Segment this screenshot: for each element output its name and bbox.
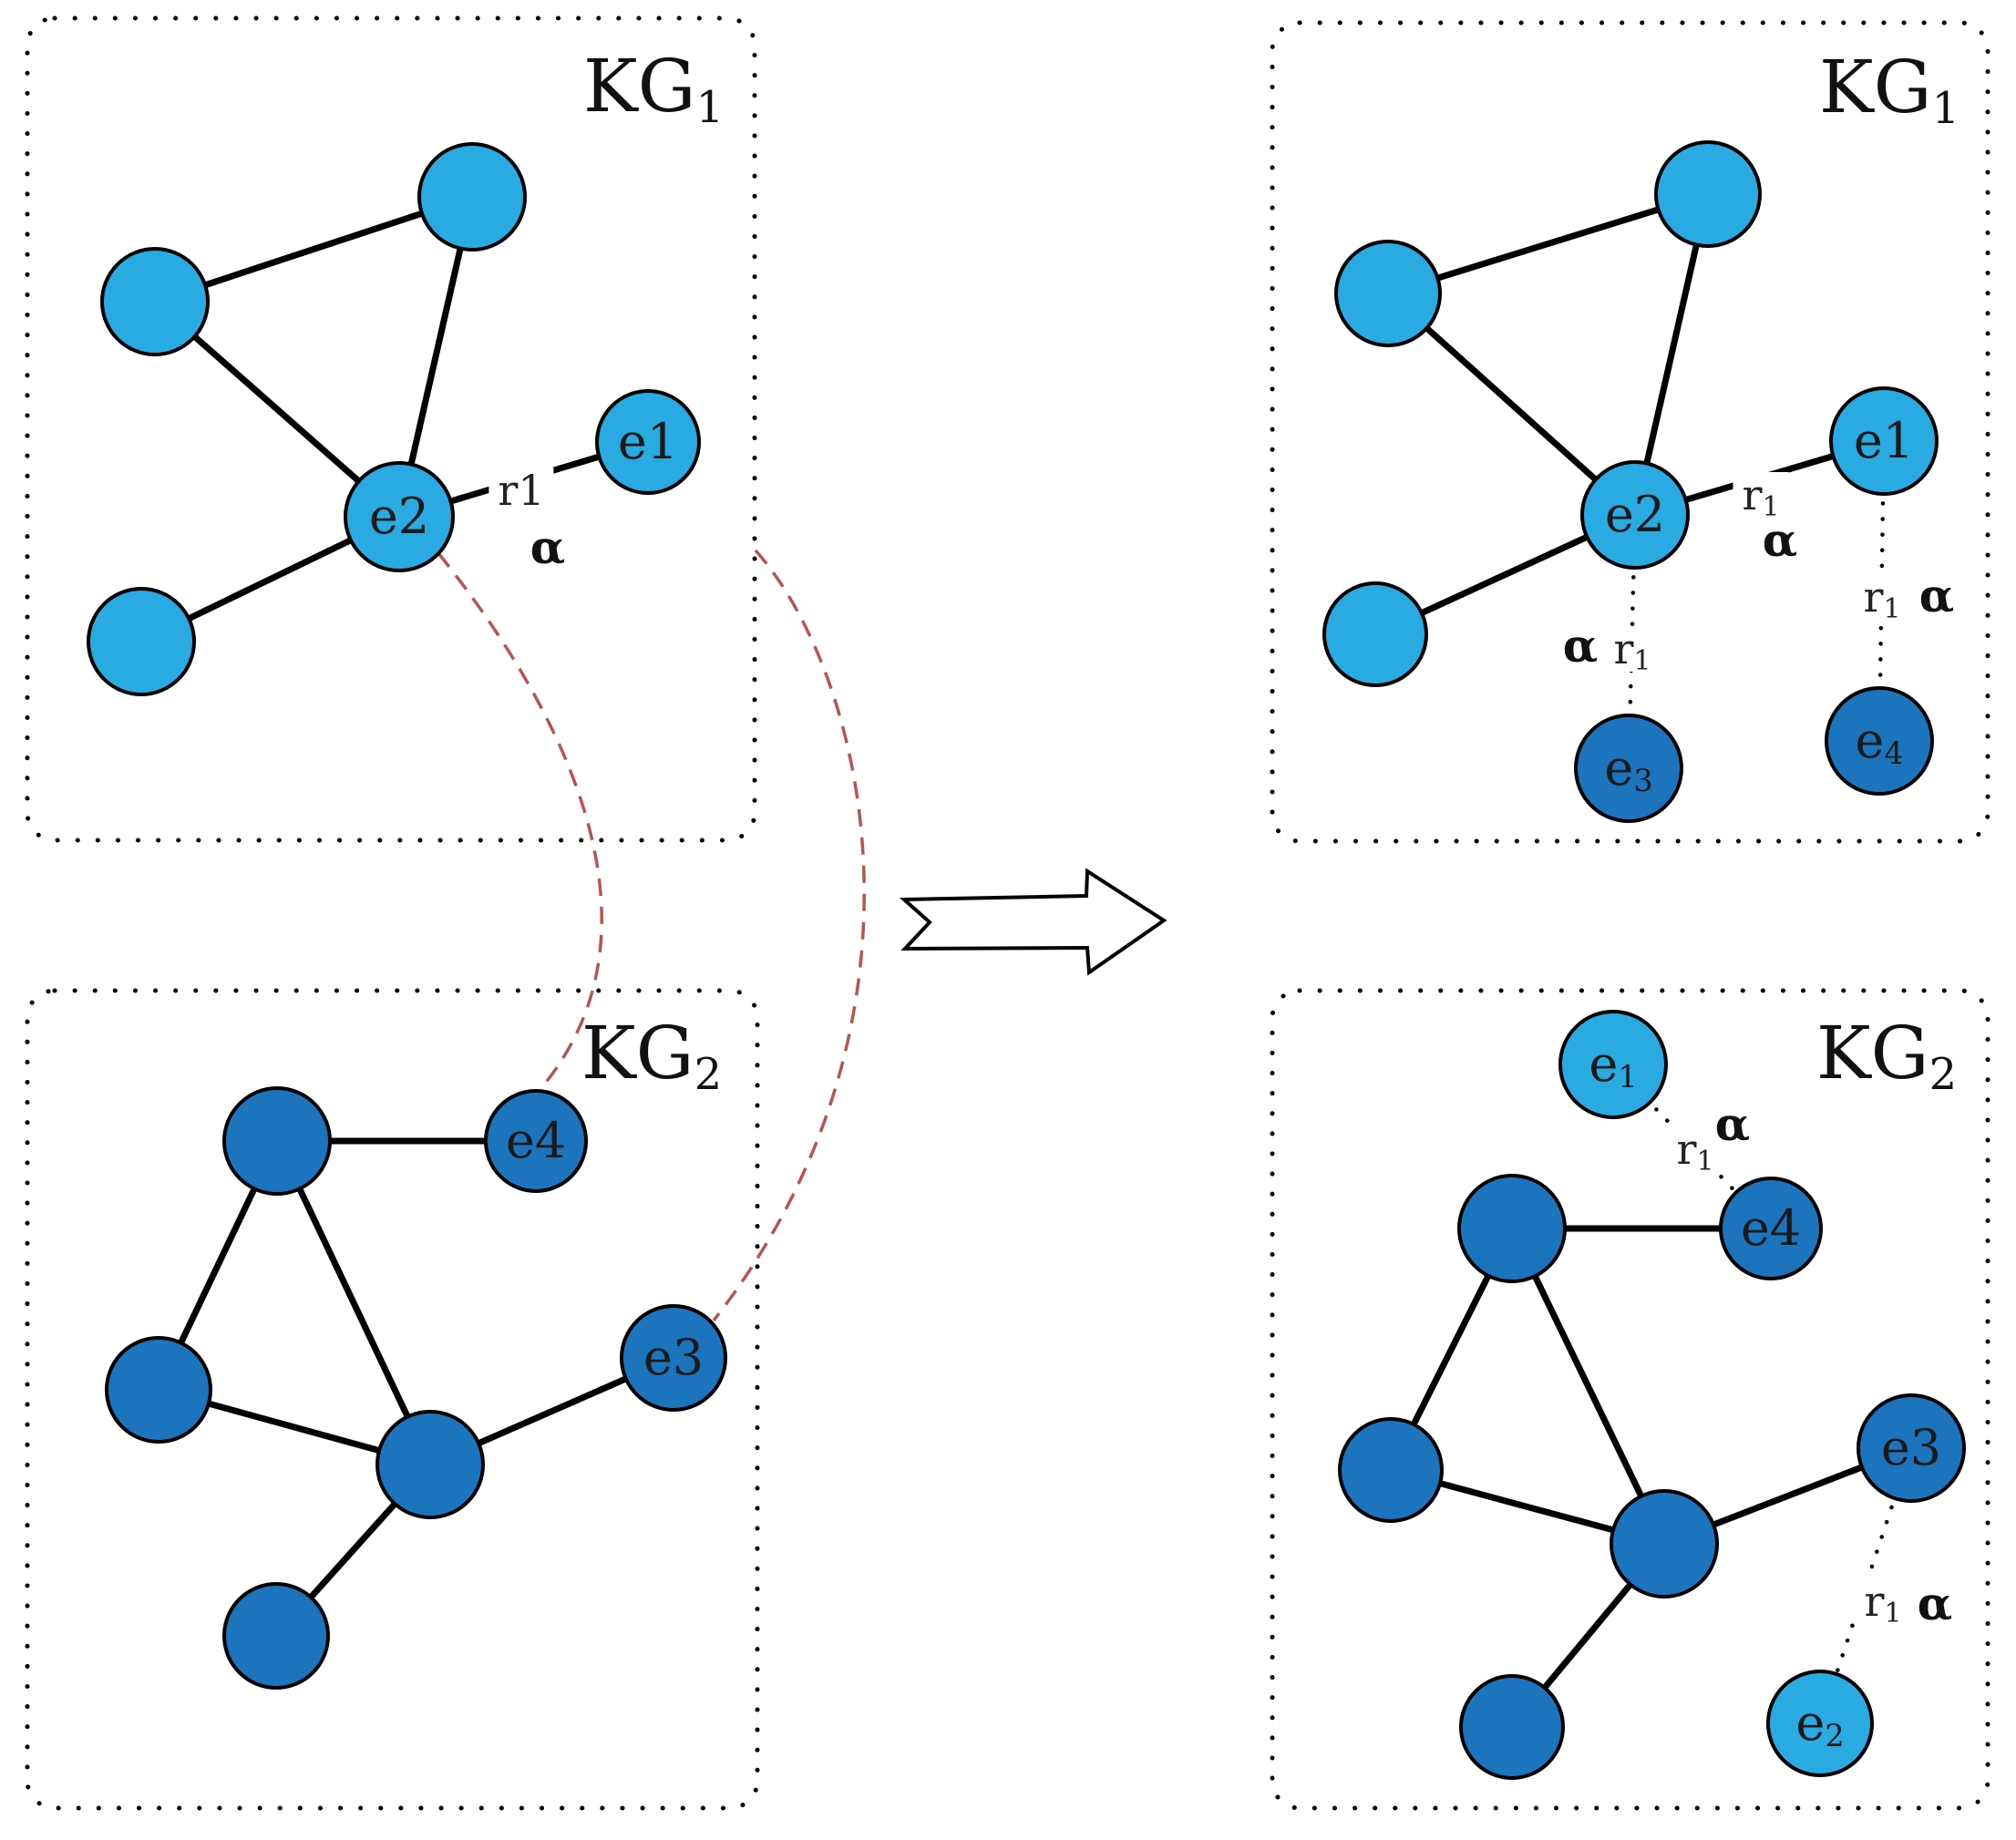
- node-kg1a-unlabeled-top: [1654, 140, 1762, 248]
- node-label-e1: e1: [1589, 1035, 1638, 1095]
- node-label-e1: e1: [617, 413, 679, 470]
- node-kg2b-unlabeled-bottom: [222, 1582, 330, 1690]
- node-label-e2: e2: [368, 488, 430, 545]
- edge-kg2b-b: [273, 1139, 434, 1466]
- panel-title-kg1-after: KG1: [1818, 45, 1960, 134]
- relation-label-r1-kg1a-e2e3: r1: [1604, 626, 1661, 674]
- node-kg2b-unlabeled-left: [105, 1336, 212, 1444]
- node-kg2b-unlabeled-center: [375, 1410, 485, 1519]
- node-kg2b-unlabeled-hub: [222, 1086, 332, 1196]
- node-kg2a-unlabeled-bottom: [1459, 1674, 1565, 1780]
- node-label-e3: e3: [643, 1329, 705, 1386]
- panel-title-kg1-before: KG1: [582, 44, 725, 133]
- panel-title-kg2-after: KG2: [1815, 1011, 1958, 1100]
- edge-kg1a-a: [1386, 190, 1710, 297]
- node-kg2a-e1-imported: e1: [1558, 1010, 1668, 1119]
- node-kg1b-unlabeled-bottom: [87, 587, 196, 696]
- node-kg1b-e1: e1: [595, 389, 701, 495]
- node-kg1b-unlabeled-left: [100, 247, 210, 356]
- relation-label-r1-kg1b: r1: [489, 468, 554, 513]
- node-kg1a-e2: e2: [1580, 460, 1690, 570]
- alignment-label-alpha-kg1a-e2e3: α: [1562, 619, 1599, 673]
- node-kg1a-e3-imported: e3: [1574, 714, 1683, 823]
- node-kg2a-unlabeled-left: [1338, 1417, 1444, 1523]
- alignment-label-alpha-kg1b: α: [530, 520, 566, 574]
- node-label-e2: e2: [1604, 486, 1666, 543]
- node-kg1a-e4-imported: e4: [1825, 686, 1934, 796]
- panel-title-kg2-before: KG2: [581, 1011, 723, 1100]
- transform-arrow-icon: [899, 868, 1167, 976]
- alignment-label-alpha-kg2a-e3e2: α: [1917, 1577, 1953, 1630]
- node-label-e4: e4: [1855, 712, 1904, 772]
- alignment-label-alpha-kg1a-e1e4: α: [1918, 569, 1955, 622]
- alignment-curve-e2-e4: [437, 551, 603, 1091]
- node-label-e1: e1: [1853, 412, 1915, 469]
- panel-box-kg1-after: [1270, 20, 1990, 844]
- alignment-curve-e1-e3: [712, 549, 866, 1322]
- node-kg2b-e3: e3: [620, 1304, 727, 1412]
- relation-label-r1-kg1a-e2e1: r1: [1733, 472, 1789, 520]
- node-kg1b-unlabeled-top: [417, 142, 527, 252]
- relation-label-r1-kg1a-e1e4: r1: [1854, 574, 1910, 622]
- node-kg2a-e2-imported: e2: [1766, 1670, 1874, 1777]
- node-kg2a-unlabeled-center: [1610, 1489, 1719, 1598]
- node-label-e3: e3: [1604, 739, 1653, 799]
- node-label-e3: e3: [1880, 1419, 1942, 1476]
- relation-label-r1-kg2a-e1e4: r1: [1667, 1126, 1723, 1175]
- edge-kg1b-a: [153, 193, 474, 305]
- node-kg1b-e2: e2: [344, 461, 455, 572]
- node-kg2a-e3: e3: [1857, 1393, 1966, 1503]
- node-label-e2: e2: [1795, 1694, 1845, 1754]
- node-kg1a-e1: e1: [1829, 386, 1939, 496]
- relation-label-r1-kg2a-e3e2: r1: [1855, 1578, 1911, 1627]
- alignment-label-alpha-kg2a-e1e4: α: [1714, 1097, 1751, 1151]
- node-kg1a-unlabeled-left: [1334, 240, 1442, 347]
- edge-kg2a-b: [1508, 1227, 1668, 1546]
- node-label-e4: e4: [1740, 1199, 1802, 1257]
- alignment-label-alpha-kg1a-e2e1: α: [1762, 513, 1798, 567]
- node-kg2a-unlabeled-hub: [1457, 1174, 1567, 1283]
- node-kg2a-e4: e4: [1719, 1177, 1823, 1280]
- node-label-e4: e4: [505, 1112, 567, 1169]
- node-kg1a-unlabeled-bottom: [1322, 581, 1428, 687]
- node-kg2b-e4: e4: [484, 1089, 588, 1193]
